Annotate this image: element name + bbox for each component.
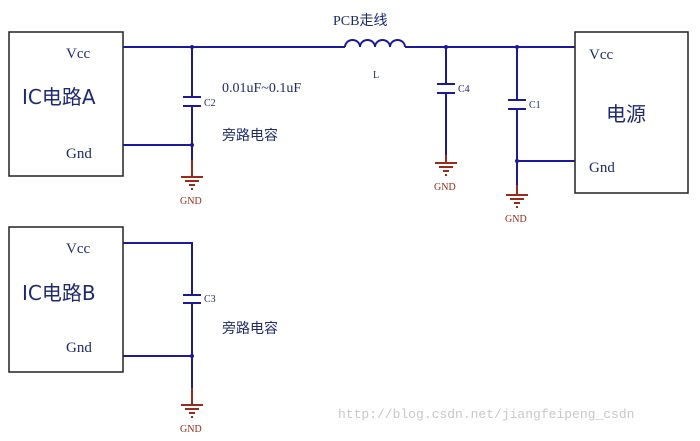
inductor-title: PCB走线 (333, 13, 387, 29)
c2-label: C2 (204, 98, 216, 109)
value-range-label: 0.01uF~0.1uF (222, 81, 301, 96)
gnd-label: GND (505, 214, 527, 225)
ic-a-vcc-pin: Vcc (66, 46, 90, 62)
ground-icon (435, 155, 457, 176)
capacitor-icon (508, 99, 526, 110)
inductor-label: L (373, 70, 379, 81)
watermark: http://blog.csdn.net/jiangfeipeng_csdn (338, 407, 634, 422)
ic-b-gnd-pin: Gnd (66, 340, 92, 356)
ic-b-vcc-pin: Vcc (66, 241, 90, 257)
power-vcc-pin: Vcc (589, 47, 613, 63)
power-gnd-pin: Gnd (589, 160, 615, 176)
capacitor-c2: C2 0.01uF~0.1uF 旁路电容 GND (123, 45, 301, 207)
gnd-label: GND (434, 182, 456, 193)
ic-b-title: IC电路B (22, 281, 96, 305)
power-title: 电源 (606, 102, 646, 126)
ground-icon (506, 185, 528, 208)
ic-a-title: IC电路A (22, 85, 96, 109)
c3-label: C3 (204, 294, 216, 305)
ground-icon (181, 160, 203, 190)
inductor-l: PCB走线 L (333, 13, 406, 81)
ic-a-box (8, 31, 124, 177)
capacitor-icon (183, 294, 201, 304)
power-box (574, 31, 689, 194)
ic-a-gnd-pin: Gnd (66, 146, 92, 162)
inductor-coil-icon (344, 39, 406, 48)
capacitor-icon (183, 96, 201, 107)
gnd-label: GND (180, 196, 202, 207)
capacitor-c4: C4 GND (434, 45, 470, 193)
c1-label: C1 (529, 100, 541, 111)
ic-circuit-b: Vcc IC电路B Gnd (8, 226, 124, 373)
capacitor-c1: C1 GND (505, 45, 575, 225)
ic-b-box (8, 226, 124, 373)
bypass-cap-label-a: 旁路电容 (222, 127, 278, 144)
ic-circuit-a: Vcc IC电路A Gnd (8, 31, 124, 177)
c4-label: C4 (458, 84, 470, 95)
capacitor-c3: C3 旁路电容 GND (123, 242, 278, 435)
power-supply: Vcc 电源 Gnd (574, 31, 689, 194)
gnd-label: GND (180, 424, 202, 435)
capacitor-icon (437, 83, 455, 94)
bypass-cap-label-b: 旁路电容 (222, 320, 278, 337)
ground-icon (181, 388, 203, 418)
